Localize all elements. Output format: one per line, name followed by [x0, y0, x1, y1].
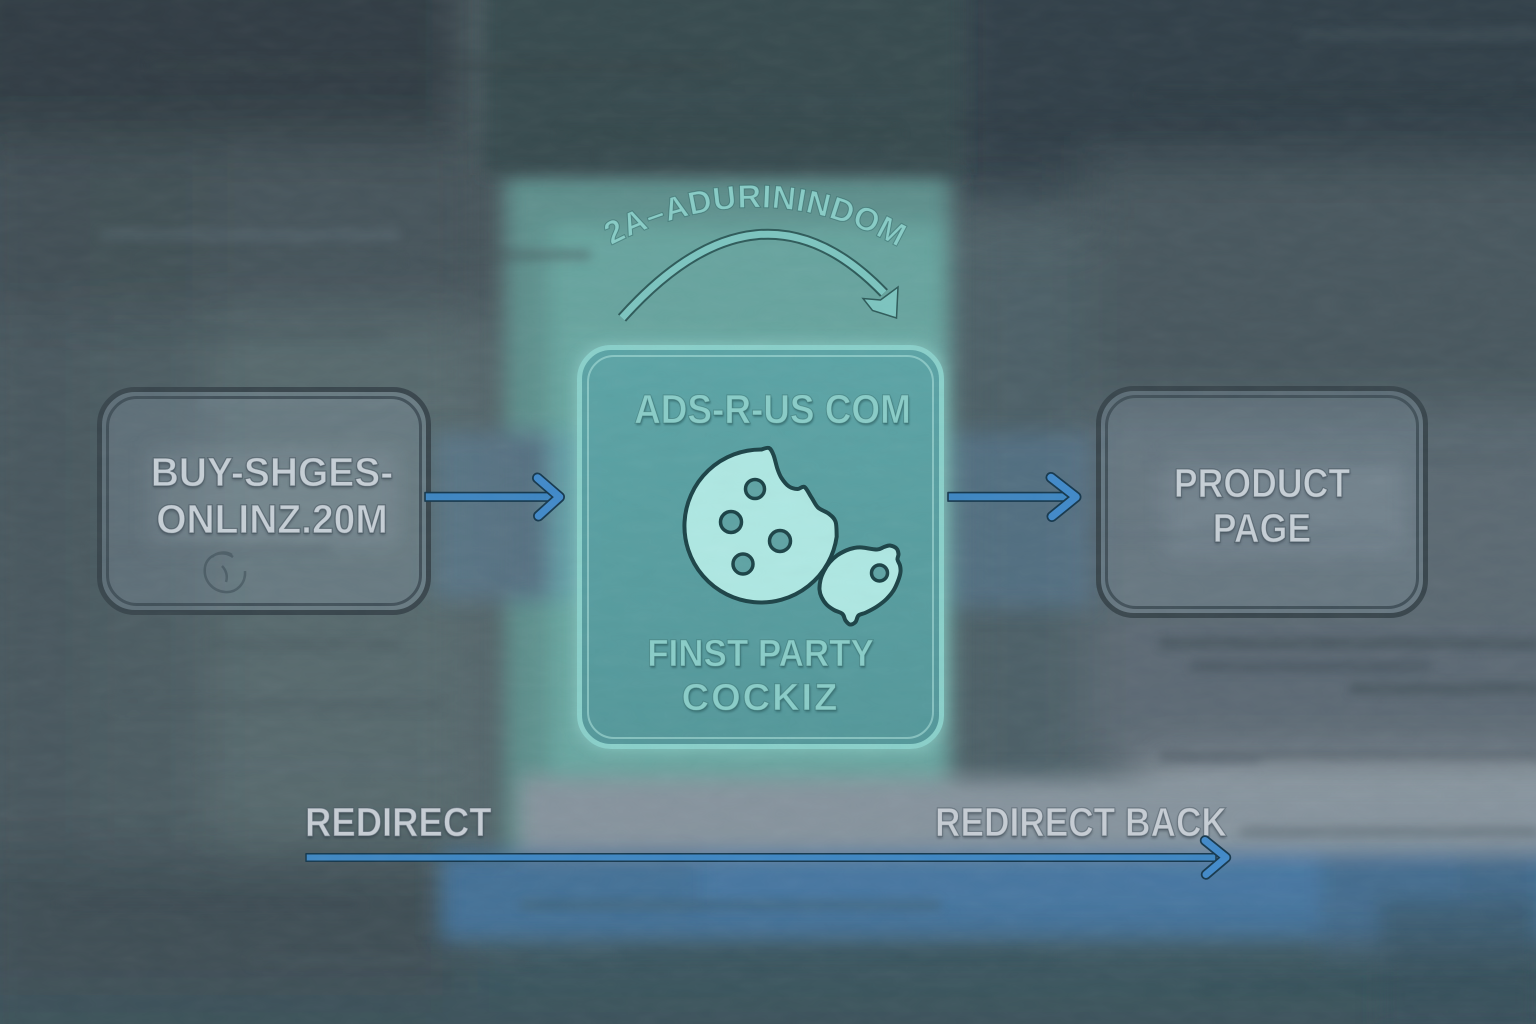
svg-text:2A–ADURININDOM: 2A–ADURININDOM: [598, 178, 912, 253]
